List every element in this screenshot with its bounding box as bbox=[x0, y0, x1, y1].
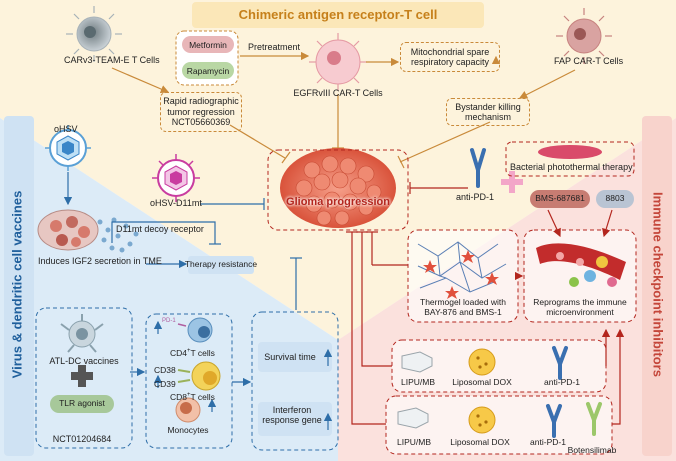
cd4-t-cell-icon bbox=[177, 317, 213, 343]
atl-dc-label: ATL-DC vaccines bbox=[49, 356, 119, 366]
dendritic-cell-icon bbox=[60, 314, 104, 353]
dc-vaccine-box bbox=[35, 307, 133, 449]
bms-687681-label: BMS-687681 bbox=[535, 193, 585, 203]
row1-antipd1-label: anti-PD-1 bbox=[544, 377, 580, 387]
ohsv-label: oHSV bbox=[54, 124, 78, 134]
fap-car-t-cell-icon bbox=[556, 8, 612, 64]
rapamycin-pill: Rapamycin bbox=[182, 62, 234, 79]
pd1-small-label: PD-1 bbox=[162, 318, 176, 324]
ohsv-d11mt-label: oHSV-D11mt bbox=[150, 198, 202, 208]
tme-tissue-icon bbox=[37, 209, 99, 251]
liposome-icon bbox=[468, 348, 496, 434]
ultrasound-probe-icon bbox=[397, 351, 433, 429]
survival-time-box bbox=[258, 342, 332, 372]
drug-8803-label: 8803 bbox=[605, 193, 625, 203]
cd38-label: CD38 bbox=[154, 365, 176, 375]
decoy-receptor-label: D11mt decoy receptor bbox=[116, 224, 204, 234]
bystander-line2: mechanism bbox=[464, 112, 511, 122]
monocyte-icon bbox=[175, 397, 201, 423]
mito-line2: respiratory capacity bbox=[410, 57, 490, 67]
egfr-car-t-label: EGFRvIII CAR-T Cells bbox=[293, 88, 383, 98]
combo-row-2 bbox=[385, 395, 613, 455]
glioma-box bbox=[267, 149, 409, 231]
row2-liposomal-label: Liposomal DOX bbox=[450, 437, 510, 447]
monocytes-label: Monocytes bbox=[167, 425, 209, 435]
nct01204684-label: NCT01204684 bbox=[52, 434, 112, 444]
header-title: Chimeric antigen receptor-T cell bbox=[238, 7, 438, 22]
ohsv-d11mt-virus-icon bbox=[152, 154, 200, 202]
carv3-label: CARv3-TEAM-E T Cells bbox=[64, 55, 160, 65]
drug-stars bbox=[423, 250, 499, 299]
glioma-label: Glioma progression bbox=[286, 196, 390, 208]
mito-box: Mitochondrial spare respiratory capacity bbox=[400, 42, 500, 72]
row1-lipu-label: LIPU/MB bbox=[400, 377, 436, 387]
glioma-tumor-icon bbox=[280, 148, 396, 228]
hydrogel-network-icon bbox=[417, 241, 507, 293]
outcomes-box bbox=[251, 311, 339, 451]
bystander-line1: Bystander killing bbox=[455, 101, 521, 112]
bms-687681-pill bbox=[530, 190, 590, 208]
left-panel-title: Virus & dendritic cell vaccines bbox=[9, 190, 25, 379]
igf2-particles bbox=[97, 217, 139, 253]
bystander-box: Bystander killing mechanism bbox=[446, 98, 530, 126]
metformin-pill: Metformin bbox=[182, 36, 234, 53]
cd8-t-cell-icon bbox=[177, 361, 221, 391]
anti-pd1-top-label: anti-PD-1 bbox=[456, 192, 495, 202]
cd8-label: CD8+T cells bbox=[170, 391, 215, 402]
plus-icon bbox=[71, 365, 93, 387]
interferon-box bbox=[258, 402, 332, 436]
botensilimab-antibody-icon bbox=[586, 402, 602, 436]
left-banner bbox=[4, 116, 34, 456]
therapy-resistance-box bbox=[188, 256, 254, 274]
row2-botensilimab-label: Botensilimab bbox=[567, 445, 617, 455]
tlr-agonist-pill bbox=[50, 395, 114, 413]
pretreatment-label: Pretreatment bbox=[248, 42, 301, 52]
cd4-label: CD4+T cells bbox=[170, 347, 215, 358]
right-panel-title: Immune checkpoint inhibitors bbox=[650, 192, 666, 377]
egfr-car-t-cell-icon bbox=[309, 33, 367, 91]
right-banner bbox=[642, 116, 672, 456]
ohsv-virus-icon bbox=[45, 125, 91, 171]
row2-antipd1-label: anti-PD-1 bbox=[530, 437, 566, 447]
cd39-label: CD39 bbox=[154, 379, 176, 389]
therapy-resistance-label: Therapy resistance bbox=[184, 259, 258, 269]
tlr-agonist-label: TLR agonist bbox=[59, 398, 105, 408]
drug-8803-pill bbox=[596, 190, 634, 208]
survival-time-label: Survival time bbox=[264, 352, 316, 362]
antibody-icon-top bbox=[470, 148, 486, 188]
igf2-label: Induces IGF2 secretion in TME bbox=[38, 256, 162, 266]
row2-lipu-label: LIPU/MB bbox=[396, 437, 432, 447]
rapid-line1: Rapid radiographic bbox=[163, 96, 239, 107]
rapid-line3: NCT05660369 bbox=[171, 117, 231, 128]
blood-vessel-icon bbox=[536, 243, 626, 287]
bacterial-box bbox=[505, 141, 635, 177]
mito-line1: Mitochondrial spare bbox=[410, 46, 490, 57]
plus-icon-pink bbox=[501, 171, 523, 193]
rapid-line2: tumor regression bbox=[167, 106, 235, 117]
antibody-icons-rows bbox=[546, 346, 568, 438]
carv3-cell-icon bbox=[66, 6, 122, 62]
header-banner bbox=[192, 2, 484, 28]
row1-liposomal-label: Liposomal DOX bbox=[452, 377, 512, 387]
bacteria-icon bbox=[538, 145, 602, 159]
rapid-regression-box: Rapid radiographic tumor regression NCT0… bbox=[160, 92, 242, 132]
bacterial-therapy-label: Bacterial photothermal therapy bbox=[510, 162, 633, 172]
liposome-dots bbox=[476, 356, 488, 427]
fap-label: FAP CAR-T Cells bbox=[554, 56, 624, 66]
